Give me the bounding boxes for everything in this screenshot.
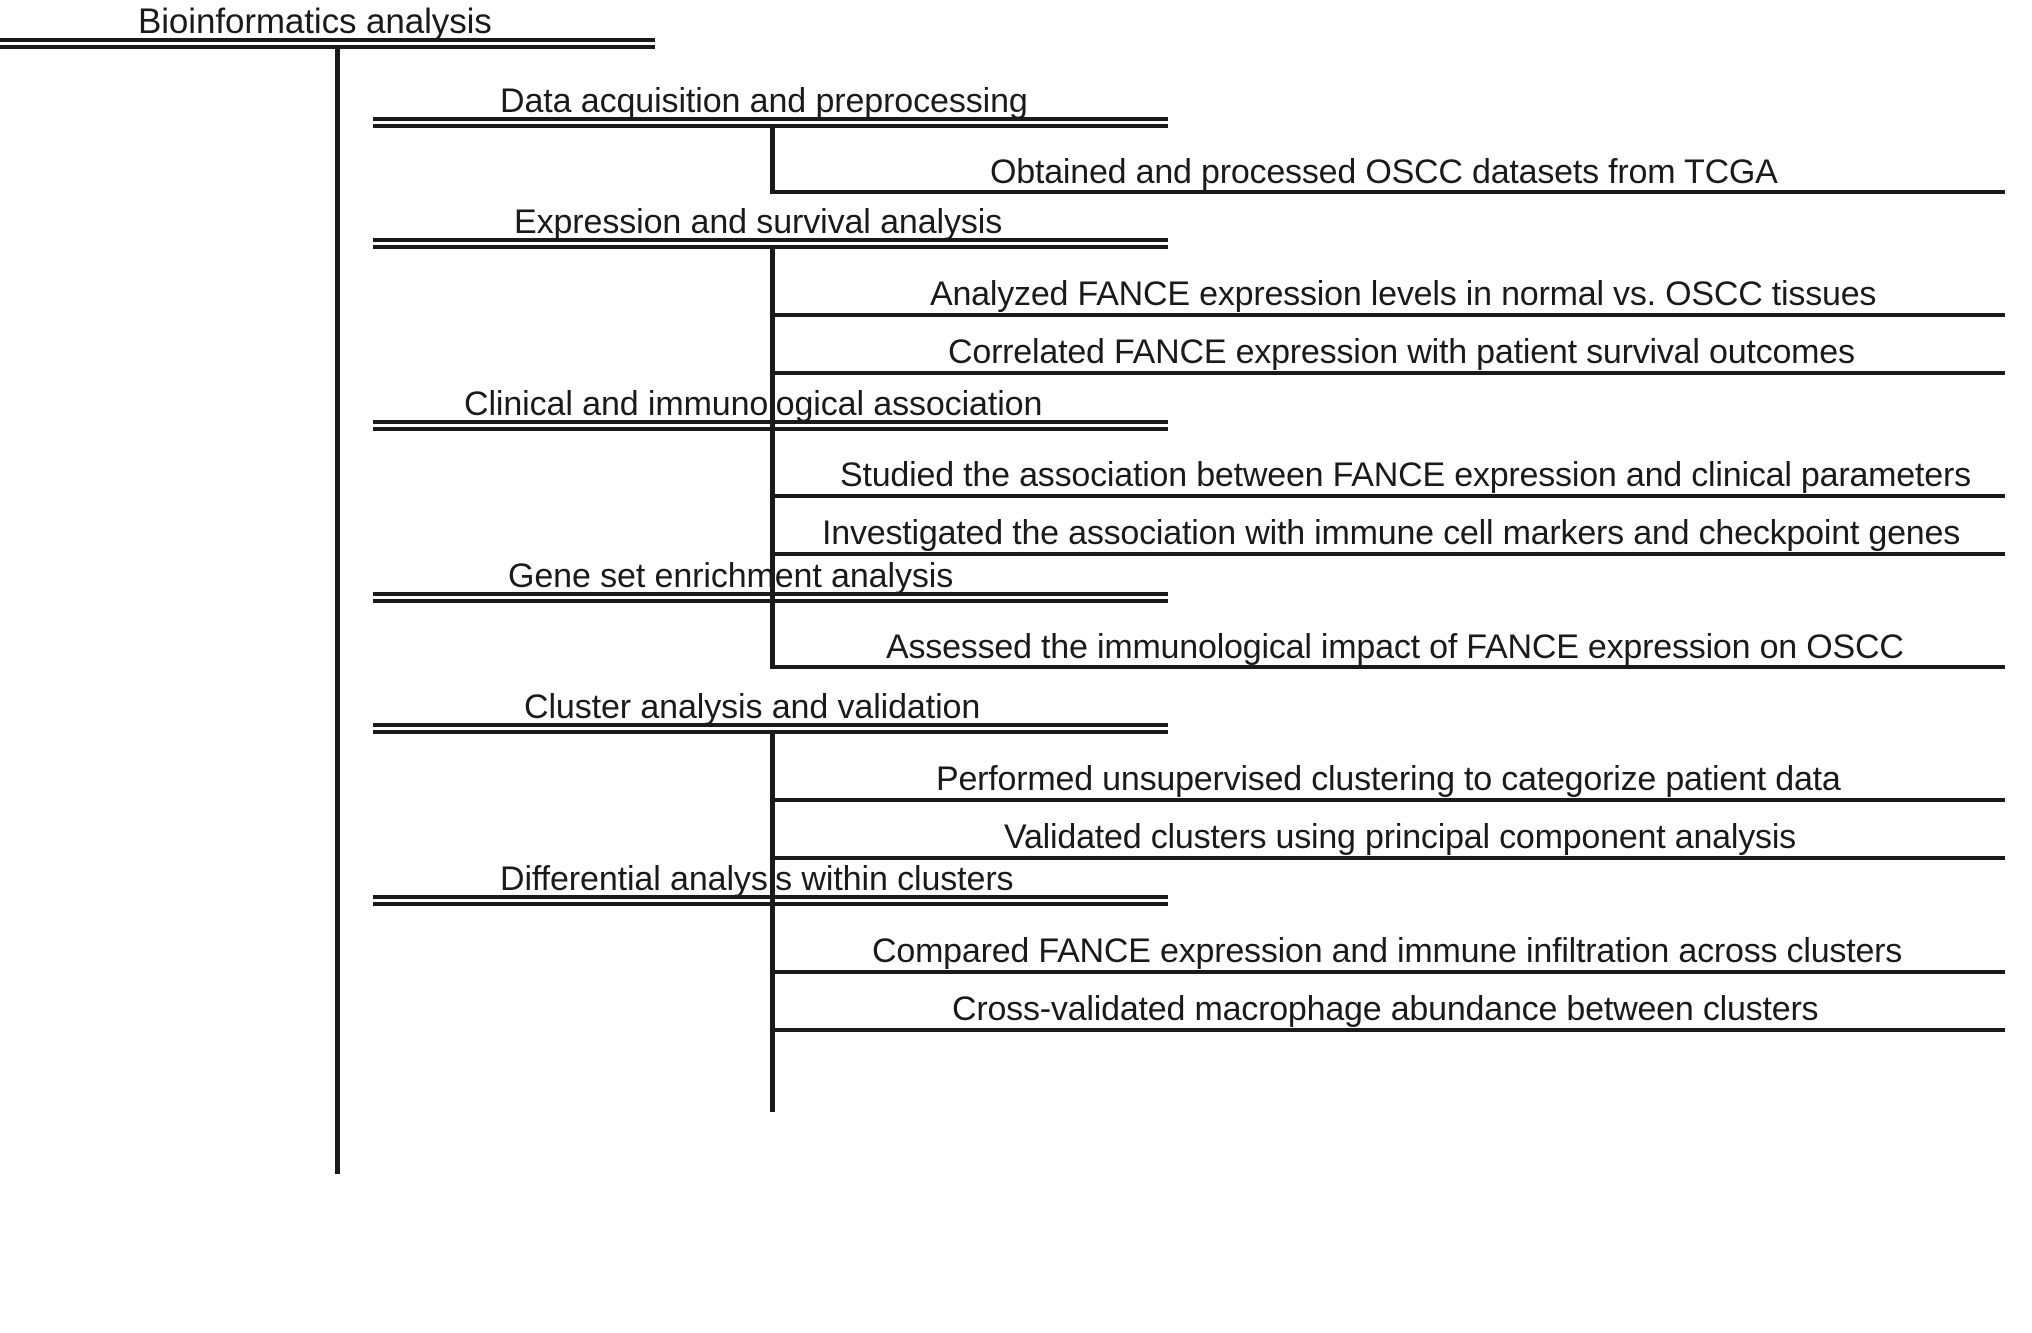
item-rule-6-1 <box>770 970 2005 974</box>
item-rule-6-2 <box>770 1028 2005 1032</box>
item-label-5-2: Validated clusters using principal compo… <box>1004 818 1796 856</box>
section-label-1: Data acquisition and preprocessing <box>500 82 1028 120</box>
section-connector-3 <box>770 431 775 637</box>
section-rule-3 <box>373 420 1168 431</box>
item-label-3-2: Investigated the association with immune… <box>822 514 1961 552</box>
item-rule-4-1 <box>770 665 2005 669</box>
section-connector-5 <box>770 734 775 940</box>
item-label-1-1: Obtained and processed OSCC datasets fro… <box>990 153 1778 191</box>
title-rule <box>0 38 655 49</box>
section-rule-5 <box>373 723 1168 734</box>
section-rule-6 <box>373 895 1168 906</box>
section-connector-2 <box>770 249 775 455</box>
section-label-4: Gene set enrichment analysis <box>508 557 954 595</box>
item-label-5-1: Performed unsupervised clustering to cat… <box>936 760 1841 798</box>
section-label-6: Differential analysis within clusters <box>500 860 1014 898</box>
item-label-3-1: Studied the association between FANCE ex… <box>840 456 1971 494</box>
section-connector-4 <box>770 603 775 669</box>
item-rule-2-2 <box>770 371 2005 375</box>
section-label-3: Clinical and immunological association <box>464 385 1043 423</box>
item-rule-3-1 <box>770 494 2005 498</box>
item-label-4-1: Assessed the immunological impact of FAN… <box>886 628 1904 666</box>
section-label-2: Expression and survival analysis <box>514 203 1003 241</box>
item-rule-1-1 <box>770 190 2005 194</box>
item-label-2-1: Analyzed FANCE expression levels in norm… <box>930 275 1877 313</box>
item-label-2-2: Correlated FANCE expression with patient… <box>948 333 1855 371</box>
section-connector-6 <box>770 906 775 1112</box>
diagram-title: Bioinformatics analysis <box>138 2 492 41</box>
item-rule-5-2 <box>770 856 2005 860</box>
root-spine <box>335 46 340 1174</box>
section-rule-2 <box>373 238 1168 249</box>
item-rule-3-2 <box>770 552 2005 556</box>
item-label-6-2: Cross-validated macrophage abundance bet… <box>952 990 1819 1028</box>
section-rule-1 <box>373 117 1168 128</box>
section-connector-1 <box>770 128 775 194</box>
item-label-6-1: Compared FANCE expression and immune inf… <box>872 932 1903 970</box>
item-rule-5-1 <box>770 798 2005 802</box>
section-rule-4 <box>373 592 1168 603</box>
section-label-5: Cluster analysis and validation <box>524 688 981 726</box>
item-rule-2-1 <box>770 313 2005 317</box>
